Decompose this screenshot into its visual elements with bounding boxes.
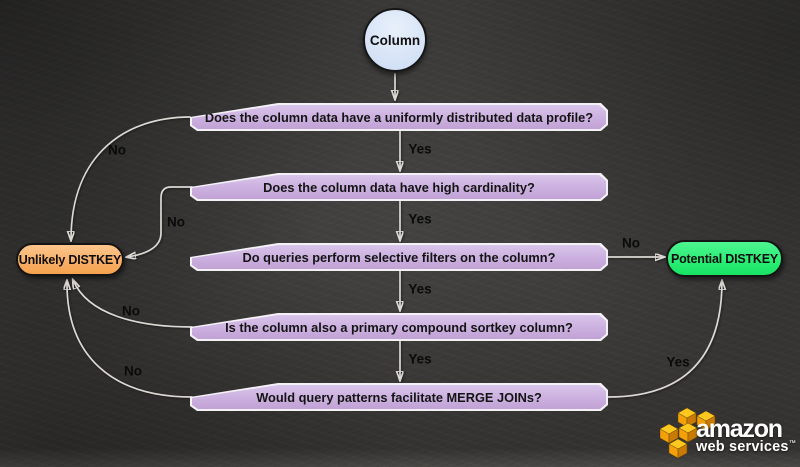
- edge-label-q3-yes: Yes: [408, 281, 432, 297]
- edge-label-q2-no: No: [167, 214, 185, 230]
- decision-box-4-fill: [192, 315, 606, 339]
- decision-box-4: Is the column also a primary compound so…: [190, 313, 608, 341]
- edge-label-q1-yes: Yes: [408, 141, 432, 157]
- edge-q5-potential-yes: [607, 281, 722, 398]
- decision-box-2-fill: [192, 175, 606, 199]
- edge-q2-unlikely-no: [127, 186, 193, 257]
- edge-label-q5-no: No: [124, 363, 142, 379]
- outcome-unlikely-distkey: Unlikely DISTKEY: [16, 243, 124, 276]
- start-node-label: Column: [369, 32, 421, 48]
- aws-brand-label: amazon: [696, 415, 783, 443]
- start-node-column: Column: [363, 8, 427, 72]
- edge-q4-unlikely-no: [73, 280, 193, 328]
- edge-label-q1-no: No: [108, 142, 126, 158]
- outcome-potential-label: Potential DISTKEY: [670, 251, 779, 266]
- trademark-symbol: ™: [788, 440, 796, 448]
- decision-box-3: Do queries perform selective filters on …: [190, 243, 608, 271]
- decision-box-1-label: Does the column data have a uniformly di…: [204, 109, 594, 125]
- decision-box-3-label: Do queries perform selective filters on …: [242, 249, 556, 265]
- aws-logo: amazon web services™: [660, 404, 798, 462]
- decision-box-2-label: Does the column data have high cardinali…: [263, 179, 535, 195]
- decision-box-5-fill: [192, 385, 606, 409]
- edge-label-q4-yes: Yes: [408, 351, 432, 367]
- edge-label-q4-no: No: [122, 303, 140, 319]
- aws-subtitle-label: web services™: [696, 439, 796, 456]
- aws-cubes-icon: [660, 407, 716, 459]
- outcome-unlikely-label: Unlikely DISTKEY: [18, 252, 122, 267]
- edge-q5-unlikely-no: [67, 281, 193, 398]
- outcome-potential-distkey: Potential DISTKEY: [666, 240, 783, 277]
- decision-box-5: Would query patterns facilitate MERGE JO…: [190, 383, 608, 411]
- decision-box-1: Does the column data have a uniformly di…: [190, 103, 608, 131]
- aws-logo-text: amazon web services™: [696, 415, 796, 456]
- edge-label-q5-yes: Yes: [666, 354, 690, 370]
- edge-label-q2-yes: Yes: [408, 211, 432, 227]
- decision-box-2: Does the column data have high cardinali…: [190, 173, 608, 201]
- decision-box-1-fill: [192, 105, 606, 129]
- decision-box-4-label: Is the column also a primary compound so…: [225, 319, 573, 335]
- decision-box-5-label: Would query patterns facilitate MERGE JO…: [256, 389, 542, 405]
- edge-q1-unlikely-no: [71, 116, 191, 240]
- decision-box-3-fill: [192, 245, 606, 269]
- edge-label-q3-no: No: [622, 235, 640, 251]
